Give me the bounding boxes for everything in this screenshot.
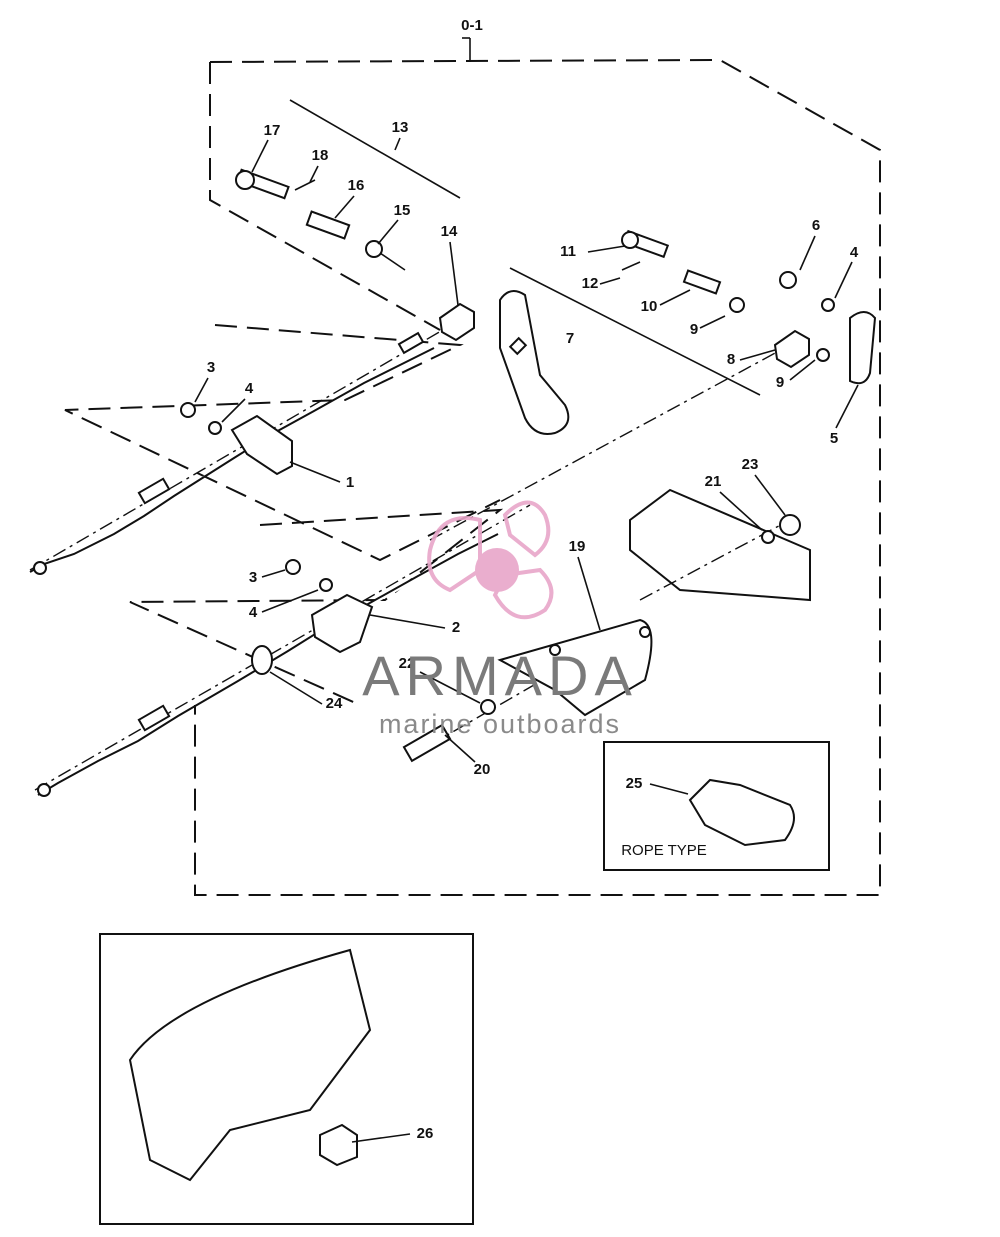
callout-21: 21 — [705, 473, 722, 490]
bolt-20 — [402, 723, 452, 763]
callout-18: 18 — [312, 147, 329, 164]
callout-17: 17 — [264, 122, 281, 139]
washer-9 — [816, 348, 830, 362]
callout-5: 5 — [830, 430, 838, 447]
callout-2: 2 — [452, 619, 460, 636]
engine-mount-rail — [629, 488, 811, 602]
assembly-label: 0-1 — [461, 17, 483, 34]
armada-watermark: ARMADA marine outboards — [362, 500, 638, 739]
bolt-3-lower — [285, 559, 301, 575]
callouts: 17 18 13 16 15 14 11 12 10 7 9 8 9 6 4 5… — [194, 99, 859, 778]
throttle-cable — [29, 331, 435, 575]
callout-19: 19 — [569, 538, 586, 555]
callout-8: 8 — [727, 351, 735, 368]
callout-24: 24 — [326, 695, 343, 712]
callout-10: 10 — [641, 298, 658, 315]
grommet-26 — [319, 1123, 358, 1167]
shift-lever-5 — [849, 311, 877, 385]
washer-4-lower — [319, 578, 333, 592]
washer-4-right — [821, 298, 835, 312]
callout-4-lower: 4 — [249, 604, 258, 621]
washer-21 — [761, 530, 775, 544]
washer-4-upper — [208, 421, 222, 435]
callout-13: 13 — [392, 119, 409, 136]
lower-cowl — [128, 948, 372, 1182]
callout-22: 22 — [399, 655, 416, 672]
bolt-3-upper — [180, 402, 196, 418]
washer-22 — [480, 699, 496, 715]
callout-4-right: 4 — [850, 244, 859, 261]
callout-20: 20 — [474, 761, 491, 778]
swivel-8 — [773, 329, 810, 369]
callout-9-lower: 9 — [776, 374, 784, 391]
swivel-14 — [438, 302, 475, 342]
callout-6: 6 — [812, 217, 820, 234]
bolt-6 — [779, 271, 797, 289]
callout-7: 7 — [566, 330, 574, 347]
watermark-brand: ARMADA — [362, 644, 638, 707]
callout-23: 23 — [742, 456, 759, 473]
assembly-boundary — [194, 37, 881, 896]
callout-1: 1 — [346, 474, 354, 491]
swivel-set-upper — [235, 168, 406, 271]
callout-15: 15 — [394, 202, 411, 219]
link-line — [429, 344, 791, 541]
swivel-set-right — [621, 229, 745, 313]
throttle-lever — [499, 290, 570, 435]
bottom-inset — [99, 933, 474, 1225]
callout-26: 26 — [417, 1125, 434, 1142]
cable-clamp-2 — [310, 593, 374, 654]
propeller-logo — [427, 500, 554, 620]
nut-23 — [779, 514, 801, 536]
callout-25: 25 — [626, 775, 643, 792]
callout-16: 16 — [348, 177, 365, 194]
watermark-tagline: marine outboards — [379, 709, 621, 739]
shift-cable — [37, 533, 499, 797]
callout-9-upper: 9 — [690, 321, 698, 338]
callout-3-lower: 3 — [249, 569, 257, 586]
callout-3-upper: 3 — [207, 359, 215, 376]
callout-12: 12 — [582, 275, 599, 292]
cable-box-lower — [129, 508, 504, 706]
rope-type-caption: ROPE TYPE — [621, 842, 707, 859]
rope-type-inset — [603, 741, 830, 871]
cable-clamp-1 — [230, 414, 293, 476]
callout-14: 14 — [441, 223, 458, 240]
bracket-19 — [497, 618, 653, 717]
rope-type-bracket — [688, 778, 795, 847]
callout-4-upper: 4 — [245, 380, 254, 397]
callout-11: 11 — [560, 243, 576, 260]
